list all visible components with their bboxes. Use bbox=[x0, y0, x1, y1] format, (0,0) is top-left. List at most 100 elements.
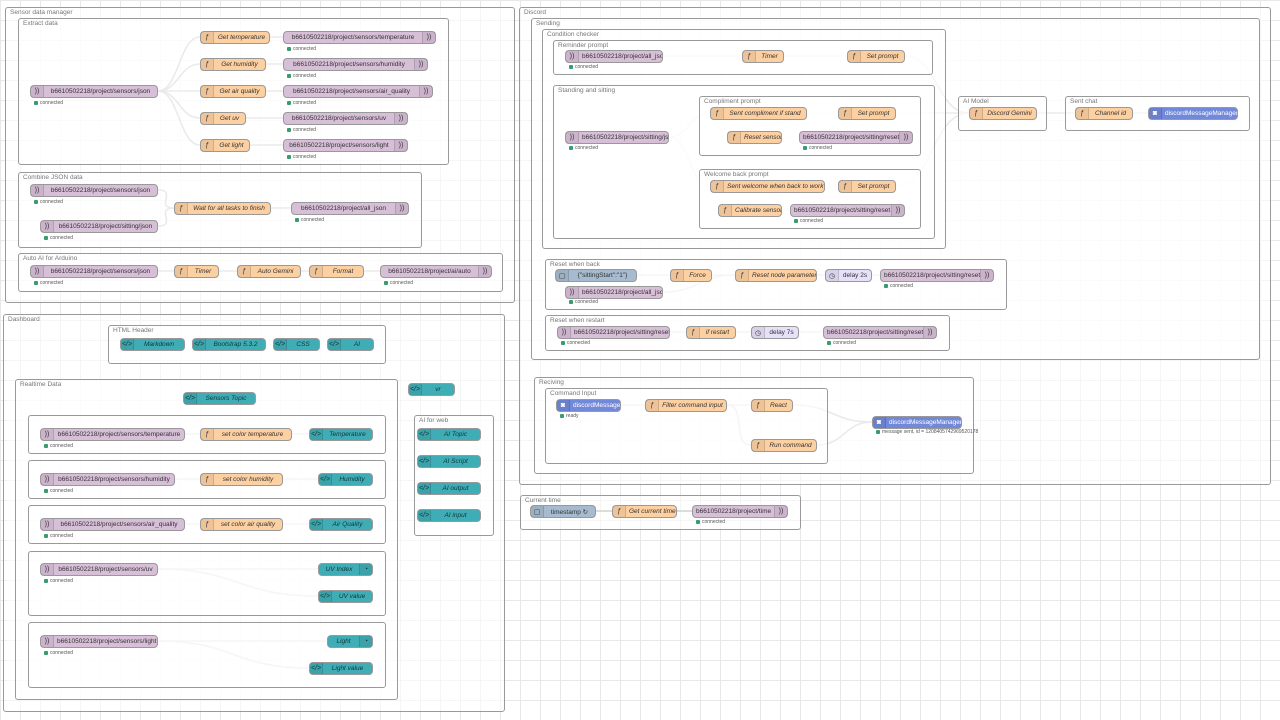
gauge-node[interactable]: UV Index◔ bbox=[318, 563, 373, 576]
mqtt-out-node[interactable]: b6610502218/project/time)) bbox=[692, 505, 788, 518]
template-node[interactable]: </>AI output bbox=[417, 482, 481, 495]
status-connected: connected bbox=[44, 578, 73, 584]
function-icon: ƒ bbox=[201, 86, 214, 97]
code-icon: </> bbox=[310, 663, 323, 674]
function-icon: ƒ bbox=[752, 400, 765, 411]
inject-node[interactable]: ▢{"sittingStart":"1"} bbox=[555, 269, 637, 282]
mqtt-in-node[interactable]: ))b6610502218/project/all_json bbox=[565, 50, 663, 63]
group-welcome-back-prompt[interactable]: Welcome back prompt bbox=[699, 169, 921, 229]
template-node[interactable]: </>Light value bbox=[309, 662, 373, 675]
template-node[interactable]: </>AI bbox=[327, 338, 374, 351]
template-node[interactable]: </>Sensors Topic bbox=[183, 392, 256, 405]
template-node[interactable]: </>vr bbox=[408, 383, 455, 396]
mqtt-icon: )) bbox=[899, 132, 912, 143]
template-node[interactable]: </>Temperature bbox=[309, 428, 373, 441]
template-node[interactable]: </>AI Topic bbox=[417, 428, 481, 441]
inject-button-icon[interactable]: ▢ bbox=[556, 270, 569, 281]
inject-node[interactable]: ▢timestamp ↻ bbox=[530, 505, 596, 518]
mqtt-out-node[interactable]: b6610502218/project/sitting/reset)) bbox=[823, 326, 937, 339]
mqtt-in-node[interactable]: ))b6610502218/project/sensors/humidity bbox=[40, 473, 175, 486]
code-icon: </> bbox=[310, 429, 323, 440]
mqtt-out-node[interactable]: b6610502218/project/sitting/reset)) bbox=[799, 131, 913, 144]
mqtt-in-node[interactable]: ))b6610502218/project/sensors/uv bbox=[40, 563, 158, 576]
mqtt-out-node[interactable]: b6610502218/project/sensors/air_quality)… bbox=[283, 85, 433, 98]
mqtt-in-node[interactable]: ))b6610502218/project/sitting/json bbox=[40, 220, 158, 233]
mqtt-in-node[interactable]: ))b6610502218/project/sitting/json bbox=[565, 131, 669, 144]
group-compliment-prompt[interactable]: Compliment prompt bbox=[699, 96, 921, 156]
inject-button-icon[interactable]: ▢ bbox=[531, 506, 544, 517]
discord-message-manager-node[interactable]: ◙discordMessageManager bbox=[1148, 107, 1238, 120]
function-icon: ƒ bbox=[175, 266, 188, 277]
template-node[interactable]: </>Markdown bbox=[120, 338, 185, 351]
template-node[interactable]: </>Air Quality bbox=[309, 518, 373, 531]
delay-node[interactable]: ◷delay 7s bbox=[751, 326, 799, 339]
code-icon: </> bbox=[310, 519, 323, 530]
mqtt-in-node[interactable]: ))b6610502218/project/sensors/json bbox=[30, 85, 158, 98]
mqtt-out-node[interactable]: b6610502218/project/sensors/temperature)… bbox=[283, 31, 436, 44]
mqtt-in-node[interactable]: ))b6610502218/project/all_json bbox=[565, 286, 663, 299]
mqtt-icon: )) bbox=[566, 132, 579, 143]
template-node[interactable]: </>UV value bbox=[318, 590, 373, 603]
mqtt-in-node[interactable]: ))b6610502218/project/sensors/temperatur… bbox=[40, 428, 185, 441]
gauge-node[interactable]: Light◔ bbox=[327, 635, 373, 648]
mqtt-icon: )) bbox=[923, 327, 936, 338]
mqtt-out-node[interactable]: b6610502218/project/sitting/reset)) bbox=[790, 204, 905, 217]
status-connected: connected bbox=[561, 340, 590, 346]
mqtt-in-node[interactable]: ))b6610502218/project/sensors/light bbox=[40, 635, 158, 648]
template-node[interactable]: </>Bootstrap 5.3.2 bbox=[192, 338, 266, 351]
mqtt-out-node[interactable]: b6610502218/project/all_json)) bbox=[291, 202, 409, 215]
discord-message-manager-node[interactable]: ◙discordMessageManager bbox=[872, 416, 962, 429]
template-node[interactable]: </>Humidity bbox=[318, 473, 373, 486]
mqtt-out-node[interactable]: b6610502218/project/sensors/uv)) bbox=[283, 112, 408, 125]
group-rt-uv[interactable] bbox=[28, 551, 386, 616]
mqtt-in-node[interactable]: ))b6610502218/project/sensors/json bbox=[30, 184, 158, 197]
group-label: AI Model bbox=[963, 98, 989, 105]
function-icon: ƒ bbox=[687, 327, 700, 338]
mqtt-in-node[interactable]: ))b6610502218/project/sitting/reset bbox=[557, 326, 670, 339]
delay-node[interactable]: ◷delay 2s bbox=[825, 269, 872, 282]
mqtt-out-node[interactable]: b6610502218/project/sitting/reset)) bbox=[880, 269, 994, 282]
status-connected: connected bbox=[287, 127, 316, 133]
group-reset-when-back[interactable]: Reset when back bbox=[545, 259, 1007, 310]
mqtt-in-node[interactable]: ))b6610502218/project/sensors/air_qualit… bbox=[40, 518, 185, 531]
mqtt-in-node[interactable]: ))b6610502218/project/sensors/json bbox=[30, 265, 158, 278]
template-node[interactable]: </>AI input bbox=[417, 509, 481, 522]
group-rt-light[interactable] bbox=[28, 622, 386, 688]
template-node[interactable]: </>CSS bbox=[273, 338, 320, 351]
mqtt-out-node[interactable]: b6610502218/project/ai/auto)) bbox=[380, 265, 492, 278]
mqtt-out-node[interactable]: b6610502218/project/sensors/humidity)) bbox=[283, 58, 428, 71]
group-label: HTML Header bbox=[113, 327, 154, 334]
discord-message-node[interactable]: ◙discordMessage bbox=[556, 399, 621, 412]
template-node[interactable]: </>AI Script bbox=[417, 455, 481, 468]
mqtt-out-node[interactable]: b6610502218/project/sensors/light)) bbox=[283, 139, 408, 152]
